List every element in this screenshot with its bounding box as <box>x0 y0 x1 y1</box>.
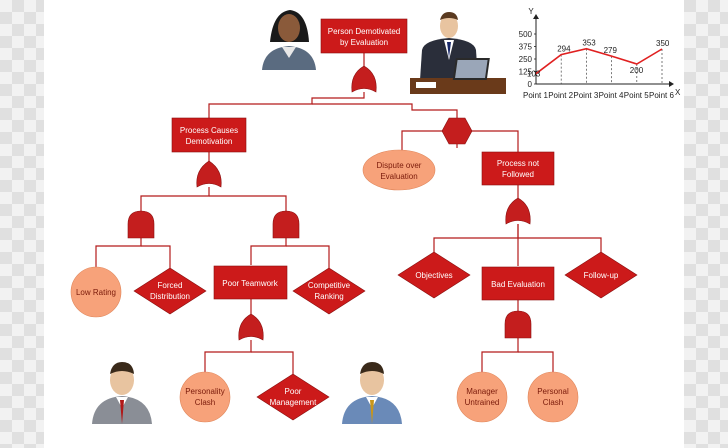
and-gate-icon <box>504 310 532 339</box>
process-causes-node[interactable]: Process Causes Demotivation <box>171 117 247 153</box>
top-event-line-1: Person Demotivated <box>328 27 400 36</box>
gates <box>127 65 532 341</box>
personal-clash-line-2: Clash <box>543 398 563 407</box>
poor-management-line-2: Management <box>270 398 317 407</box>
x-tick-label: Point 4 <box>599 91 624 100</box>
objectives-node[interactable]: Objectives <box>397 251 471 299</box>
or-gate-icon <box>196 160 222 188</box>
bad-evaluation-label: Bad Evaluation <box>491 280 545 289</box>
process-not-followed-node[interactable]: Process not Followed <box>481 151 555 186</box>
x-tick-label: Point 6 <box>649 91 674 100</box>
poor-teamwork-node[interactable]: Poor Teamwork <box>213 265 288 300</box>
y-tick-label: 125 <box>519 68 533 77</box>
data-label: 350 <box>656 39 670 48</box>
data-label: 279 <box>604 46 618 55</box>
manager-untrained-line-1: Manager <box>466 387 498 396</box>
series-line <box>535 47 663 75</box>
hexagon-gate-icon <box>441 117 473 145</box>
data-label: 200 <box>630 66 644 75</box>
x-axis-label: X <box>675 88 681 97</box>
low-rating-label: Low Rating <box>76 288 116 297</box>
forced-distribution-line-2: Distribution <box>150 292 190 301</box>
x-tick-label: Point 5 <box>624 91 649 100</box>
x-tick-label: Point 1 <box>523 91 548 100</box>
y-tick-label: 250 <box>519 55 533 64</box>
top-event-node[interactable]: Person Demotivated by Evaluation <box>320 18 408 54</box>
follow-up-label: Follow-up <box>584 271 619 280</box>
x-tick-label: Point 2 <box>548 91 573 100</box>
poor-management-line-1: Poor <box>285 387 302 396</box>
y-axis-label: Y <box>528 7 534 16</box>
process-causes-line-2: Demotivation <box>186 137 233 146</box>
low-rating-node[interactable]: Low Rating <box>70 266 122 318</box>
bad-evaluation-node[interactable]: Bad Evaluation <box>481 266 555 301</box>
competitive-ranking-line-2: Ranking <box>314 292 343 301</box>
connector-lines <box>95 52 602 374</box>
data-label: 294 <box>557 45 571 54</box>
man-avatar-icon <box>92 362 152 424</box>
forced-distribution-line-1: Forced <box>158 281 183 290</box>
personality-clash-line-2: Clash <box>195 398 215 407</box>
or-gate-icon <box>351 65 377 93</box>
data-label: 103 <box>527 70 541 79</box>
diagram-canvas: Person Demotivated by Evaluation Process… <box>44 0 684 448</box>
process-not-followed-line-2: Followed <box>502 170 534 179</box>
and-gate-icon <box>272 210 300 239</box>
or-gate-icon <box>238 313 264 341</box>
man-avatar-icon <box>342 362 402 424</box>
objectives-label: Objectives <box>415 271 452 280</box>
top-event-line-2: by Evaluation <box>340 38 388 47</box>
competitive-ranking-node[interactable]: Competitive Ranking <box>292 267 366 315</box>
forced-distribution-node[interactable]: Forced Distribution <box>133 267 207 315</box>
personality-clash-line-1: Personality <box>185 387 225 396</box>
dispute-line-2: Evaluation <box>380 172 417 181</box>
y-tick-label: 0 <box>528 80 533 89</box>
personal-clash-node[interactable]: Personal Clash <box>527 371 579 423</box>
manager-untrained-line-2: Untrained <box>465 398 500 407</box>
manager-untrained-node[interactable]: Manager Untrained <box>456 371 508 423</box>
data-label: 353 <box>582 39 596 48</box>
poor-management-node[interactable]: Poor Management <box>256 373 330 421</box>
competitive-ranking-line-1: Competitive <box>308 281 351 290</box>
y-tick-label: 375 <box>519 43 533 52</box>
woman-avatar-icon <box>262 10 316 70</box>
y-axis-arrow <box>533 14 539 19</box>
x-axis-arrow <box>669 81 674 87</box>
dispute-line-1: Dispute over <box>377 161 422 170</box>
man-at-desk-icon <box>410 12 506 94</box>
personality-clash-node[interactable]: Personality Clash <box>179 371 231 423</box>
x-tick-label: Point 3 <box>573 91 598 100</box>
dispute-node[interactable]: Dispute over Evaluation <box>362 149 436 191</box>
poor-teamwork-label: Poor Teamwork <box>222 279 278 288</box>
process-causes-line-1: Process Causes <box>180 126 238 135</box>
y-tick-label: 500 <box>519 30 533 39</box>
process-not-followed-line-1: Process not <box>497 159 540 168</box>
or-gate-icon <box>505 197 531 225</box>
fault-tree-diagram: Person Demotivated by Evaluation Process… <box>70 7 681 424</box>
follow-up-node[interactable]: Follow-up <box>564 251 638 299</box>
and-gate-icon <box>127 210 155 239</box>
personal-clash-line-1: Personal <box>537 387 569 396</box>
